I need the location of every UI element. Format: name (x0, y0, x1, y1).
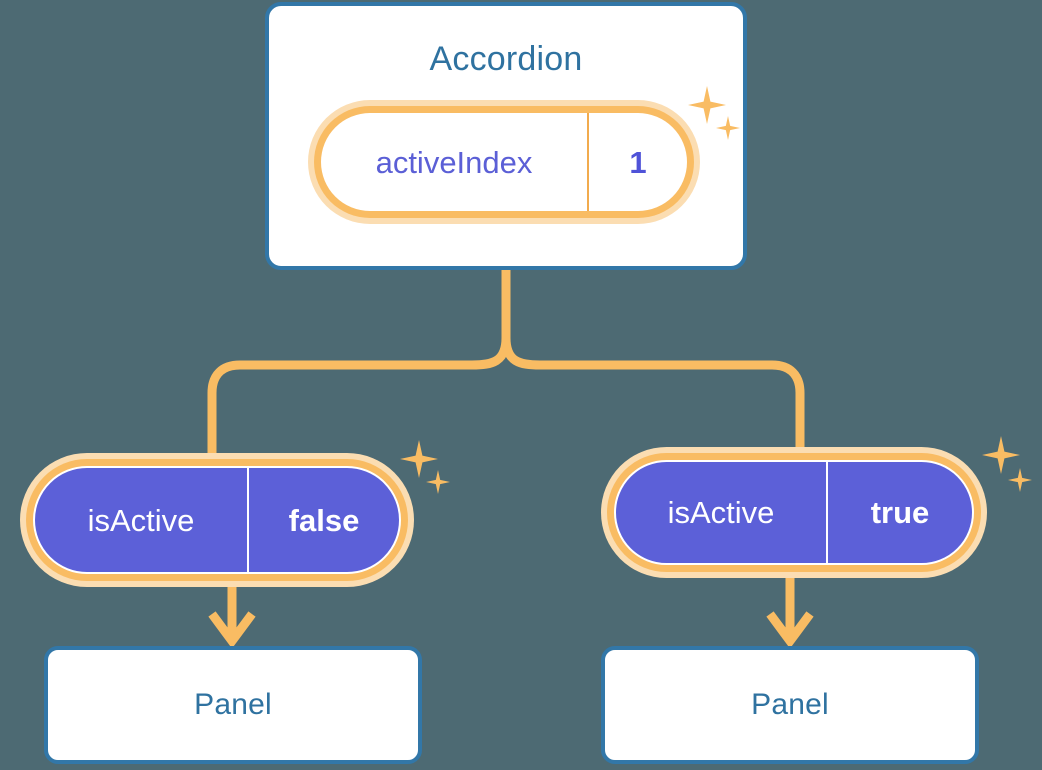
state-value-isactive-left: false (288, 502, 360, 538)
sparkle-icon-right (982, 436, 1042, 508)
wire-branch-left (207, 333, 511, 460)
sparkle-star-large-icon (400, 440, 438, 478)
state-key-activeindex: activeIndex (321, 113, 589, 211)
panel-title-right: Panel (751, 688, 829, 721)
pill-body: isActive true (614, 460, 974, 565)
state-key-isactive-left: isActive (35, 468, 249, 572)
arrow-right-pill-to-panel (766, 578, 814, 649)
state-value-activeindex: 1 (629, 144, 647, 180)
state-key-isactive-right: isActive (616, 462, 828, 563)
accordion-title: Accordion (429, 40, 583, 78)
sparkle-star-small-icon (1008, 468, 1032, 492)
sparkle-star-large-icon (982, 436, 1020, 474)
panel-card-right[interactable]: Panel (601, 646, 979, 764)
panel-title-left: Panel (194, 688, 272, 721)
state-pill-isactive-left[interactable]: isActive false (20, 453, 414, 587)
pill-body: activeIndex 1 (321, 113, 687, 211)
state-pill-isactive-right[interactable]: isActive true (601, 447, 987, 578)
arrow-left-pill-to-panel (208, 587, 256, 649)
wire-branch-right (501, 333, 805, 455)
state-pill-activeindex[interactable]: activeIndex 1 (308, 100, 700, 224)
sparkle-star-small-icon (426, 470, 450, 494)
panel-card-left[interactable]: Panel (44, 646, 422, 764)
state-value-isactive-right: true (870, 495, 930, 530)
pill-body: isActive false (33, 466, 401, 574)
